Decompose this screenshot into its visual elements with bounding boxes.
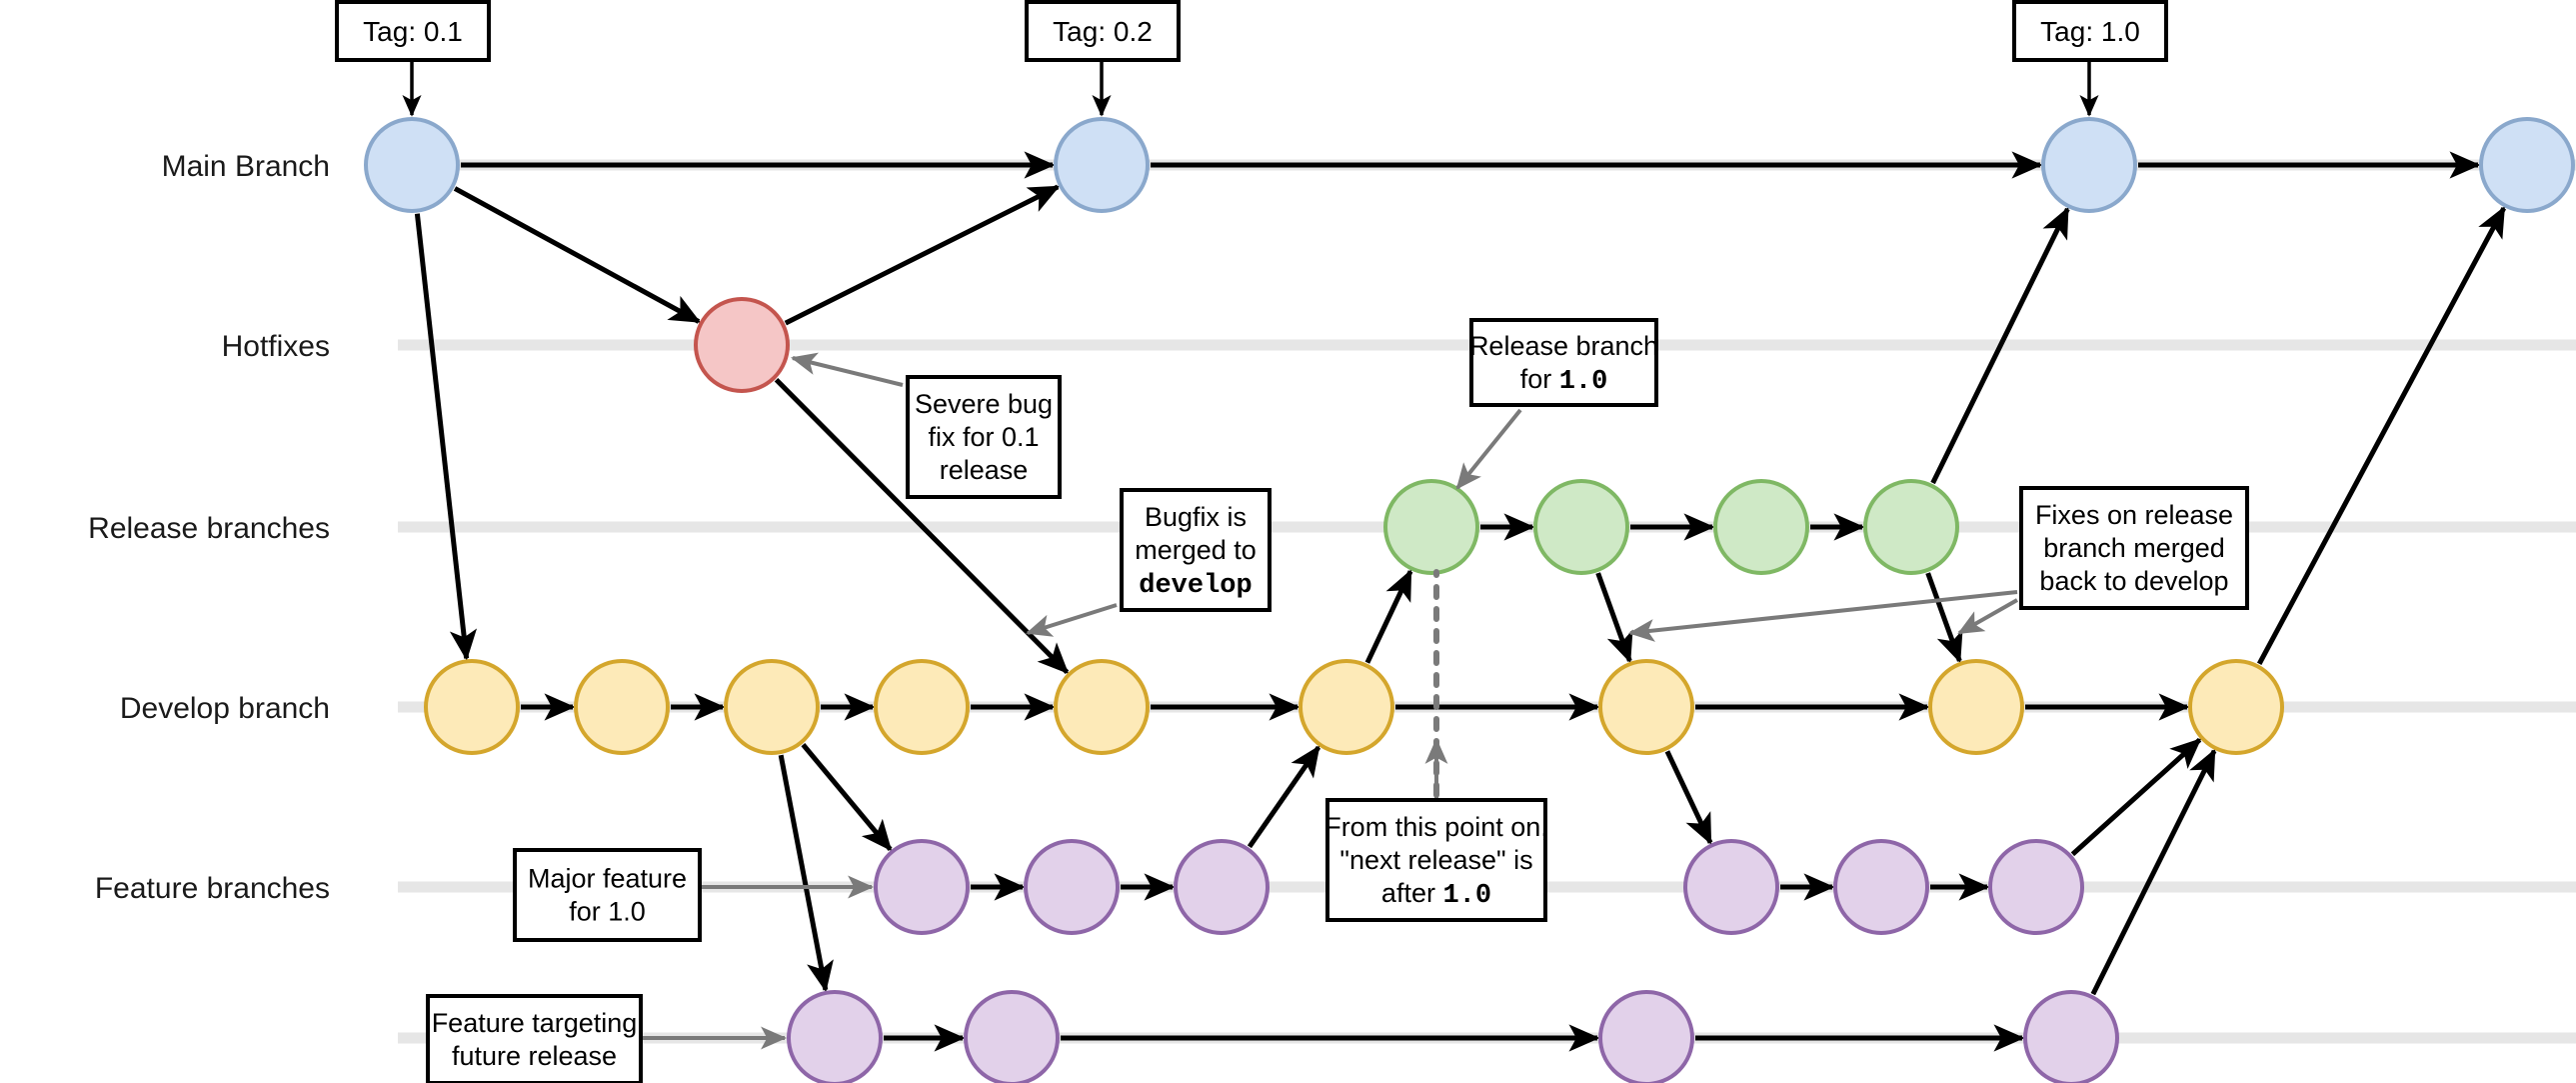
annotation-box-feature-targeting-future-release[interactable] [426, 994, 643, 1083]
tag-box-tag-01[interactable] [335, 0, 491, 62]
tag-label-tag-02: Tag: 0.2 [1053, 16, 1153, 47]
annotation-text-major-feature-for-1-0-line-1: Major feature [528, 864, 687, 894]
edge-d3-to-g1-branch-off-feature [778, 754, 834, 993]
commit-node-m1[interactable] [364, 117, 460, 213]
annotation-leader-bugfix-merged-to-develop [1026, 603, 1118, 637]
commit-node-m2[interactable] [1054, 117, 1150, 213]
edge-h1-to-m2-merge-to-main [784, 184, 1061, 326]
commit-node-d5[interactable] [1054, 659, 1150, 755]
commit-node-m4[interactable] [2479, 117, 2575, 213]
edge-m1-to-h1-branch-off-hotfix [453, 186, 702, 324]
commit-node-d6[interactable] [1298, 659, 1394, 755]
edge-h1-to-d5-hotfix-merge-to-develop [774, 377, 1070, 675]
annotation-text-release-branch-for-1-0-line-2: for 1.0 [1520, 364, 1608, 397]
commit-node-g1[interactable] [787, 990, 883, 1083]
annotation-leader-release-branch-for-1-0 [1455, 408, 1522, 490]
commit-node-f5[interactable] [1833, 839, 1929, 935]
annotation-leader-fixes-merged-back-to-develop [1957, 598, 2018, 635]
edge-d9-to-m4-develop-merge-to-main [2256, 205, 2507, 666]
commit-node-d7[interactable] [1598, 659, 1694, 755]
edge-r4-to-m3-release-merge-to-main [1930, 206, 2070, 485]
edge-r4-to-d8-release-merge-to-develop [1925, 572, 1963, 664]
annotation-text-severe-bug-fix-line-2: fix for 0.1 [928, 422, 1039, 452]
commit-node-r4[interactable] [1863, 479, 1959, 575]
commit-node-d4[interactable] [874, 659, 970, 755]
edge-d6-to-r1-branch-off-release [1364, 569, 1413, 664]
annotation-text-feature-targeting-future-release-line-1: Feature targeting [432, 1008, 638, 1038]
edge-g4-to-d9-feature-merge-to-develop [2090, 748, 2217, 996]
annotation-text-feature-targeting-future-release-line-2: future release [452, 1041, 617, 1071]
commit-node-r1[interactable] [1383, 479, 1479, 575]
annotation-box-from-this-point-on[interactable] [1325, 798, 1547, 922]
annotation-text-severe-bug-fix-line-3: release [940, 455, 1029, 485]
commit-node-f2[interactable] [1024, 839, 1120, 935]
annotation-text-release-branch-for-1-0-line-1: Release branch [1469, 331, 1658, 361]
annotation-text-fixes-merged-back-to-develop-line-3: back to develop [2039, 566, 2228, 596]
commit-node-d1[interactable] [424, 659, 520, 755]
commit-node-group [364, 117, 2575, 1083]
annotation-leader-fixes-merged-back-to-develop [1627, 590, 2018, 642]
annotation-text-severe-bug-fix-line-1: Severe bug [915, 389, 1053, 419]
lane-label-feature: Feature branches [95, 872, 330, 905]
edge-f3-to-d6-feature-merge-to-develop [1247, 745, 1321, 849]
commit-edge-group [414, 151, 2507, 1052]
commit-node-f6[interactable] [1988, 839, 2084, 935]
commit-node-h1[interactable] [694, 297, 790, 393]
annotation-box-bugfix-merged-to-develop[interactable] [1120, 488, 1272, 612]
commit-node-m3[interactable] [2041, 117, 2137, 213]
commit-node-d3[interactable] [724, 659, 820, 755]
annotation-leader-severe-bug-fix [790, 352, 904, 387]
commit-node-g3[interactable] [1598, 990, 1694, 1083]
commit-node-f3[interactable] [1174, 839, 1270, 935]
annotation-text-from-this-point-on-line-2: "next release" is [1339, 845, 1532, 875]
annotation-box-fixes-merged-back-to-develop[interactable] [2019, 486, 2249, 610]
tag-label-tag-01: Tag: 0.1 [363, 16, 463, 47]
annotation-text-bugfix-merged-to-develop-line-2: merged to [1135, 535, 1257, 565]
lane-label-release: Release branches [88, 512, 330, 545]
edge-d3-to-f1-branch-off-feature [801, 743, 893, 852]
annotation-text-from-this-point-on-line-1: From this point on, [1324, 812, 1548, 842]
tag-box-tag-02[interactable] [1025, 0, 1181, 62]
annotation-text-major-feature-for-1-0-line-2: for 1.0 [569, 897, 646, 927]
commit-node-g2[interactable] [964, 990, 1060, 1083]
annotation-text-fixes-merged-back-to-develop-line-2: branch merged [2043, 533, 2225, 563]
commit-node-d9[interactable] [2188, 659, 2284, 755]
commit-node-f4[interactable] [1683, 839, 1779, 935]
commit-node-f1[interactable] [874, 839, 970, 935]
lane-label-hotfix: Hotfixes [222, 330, 330, 363]
lane-label-main: Main Branch [162, 150, 330, 183]
annotation-text-fixes-merged-back-to-develop-line-1: Fixes on release [2035, 500, 2233, 530]
annotation-box-severe-bug-fix[interactable] [906, 375, 1062, 499]
edge-f6-to-d9-feature-merge-to-develop [2070, 737, 2202, 857]
edge-m1-to-d1-branch-off-develop [414, 213, 478, 661]
annotation-box-major-feature-for-1-0[interactable] [513, 848, 702, 942]
tag-group: Tag: 0.1 Tag: 0.2 Tag: 1.0 [335, 0, 2168, 117]
edge-r2-to-d7-release-merge-to-develop [1595, 572, 1633, 664]
commit-node-d2[interactable] [574, 659, 670, 755]
tag-label-tag-10: Tag: 1.0 [2040, 16, 2140, 47]
edge-d7-to-f4-branch-off-feature [1664, 750, 1713, 845]
annotation-text-bugfix-merged-to-develop-line-3: develop [1139, 571, 1252, 601]
annotation-text-bugfix-merged-to-develop-line-1: Bugfix is [1145, 502, 1247, 532]
commit-node-r3[interactable] [1713, 479, 1809, 575]
annotation-box-release-branch-for-1-0[interactable] [1469, 318, 1658, 407]
lane-label-develop: Develop branch [120, 692, 330, 725]
annotation-text-from-this-point-on-line-3: after 1.0 [1381, 878, 1491, 911]
commit-node-g4[interactable] [2023, 990, 2119, 1083]
commit-node-d8[interactable] [1928, 659, 2024, 755]
commit-node-r2[interactable] [1533, 479, 1629, 575]
tag-box-tag-10[interactable] [2012, 0, 2168, 62]
